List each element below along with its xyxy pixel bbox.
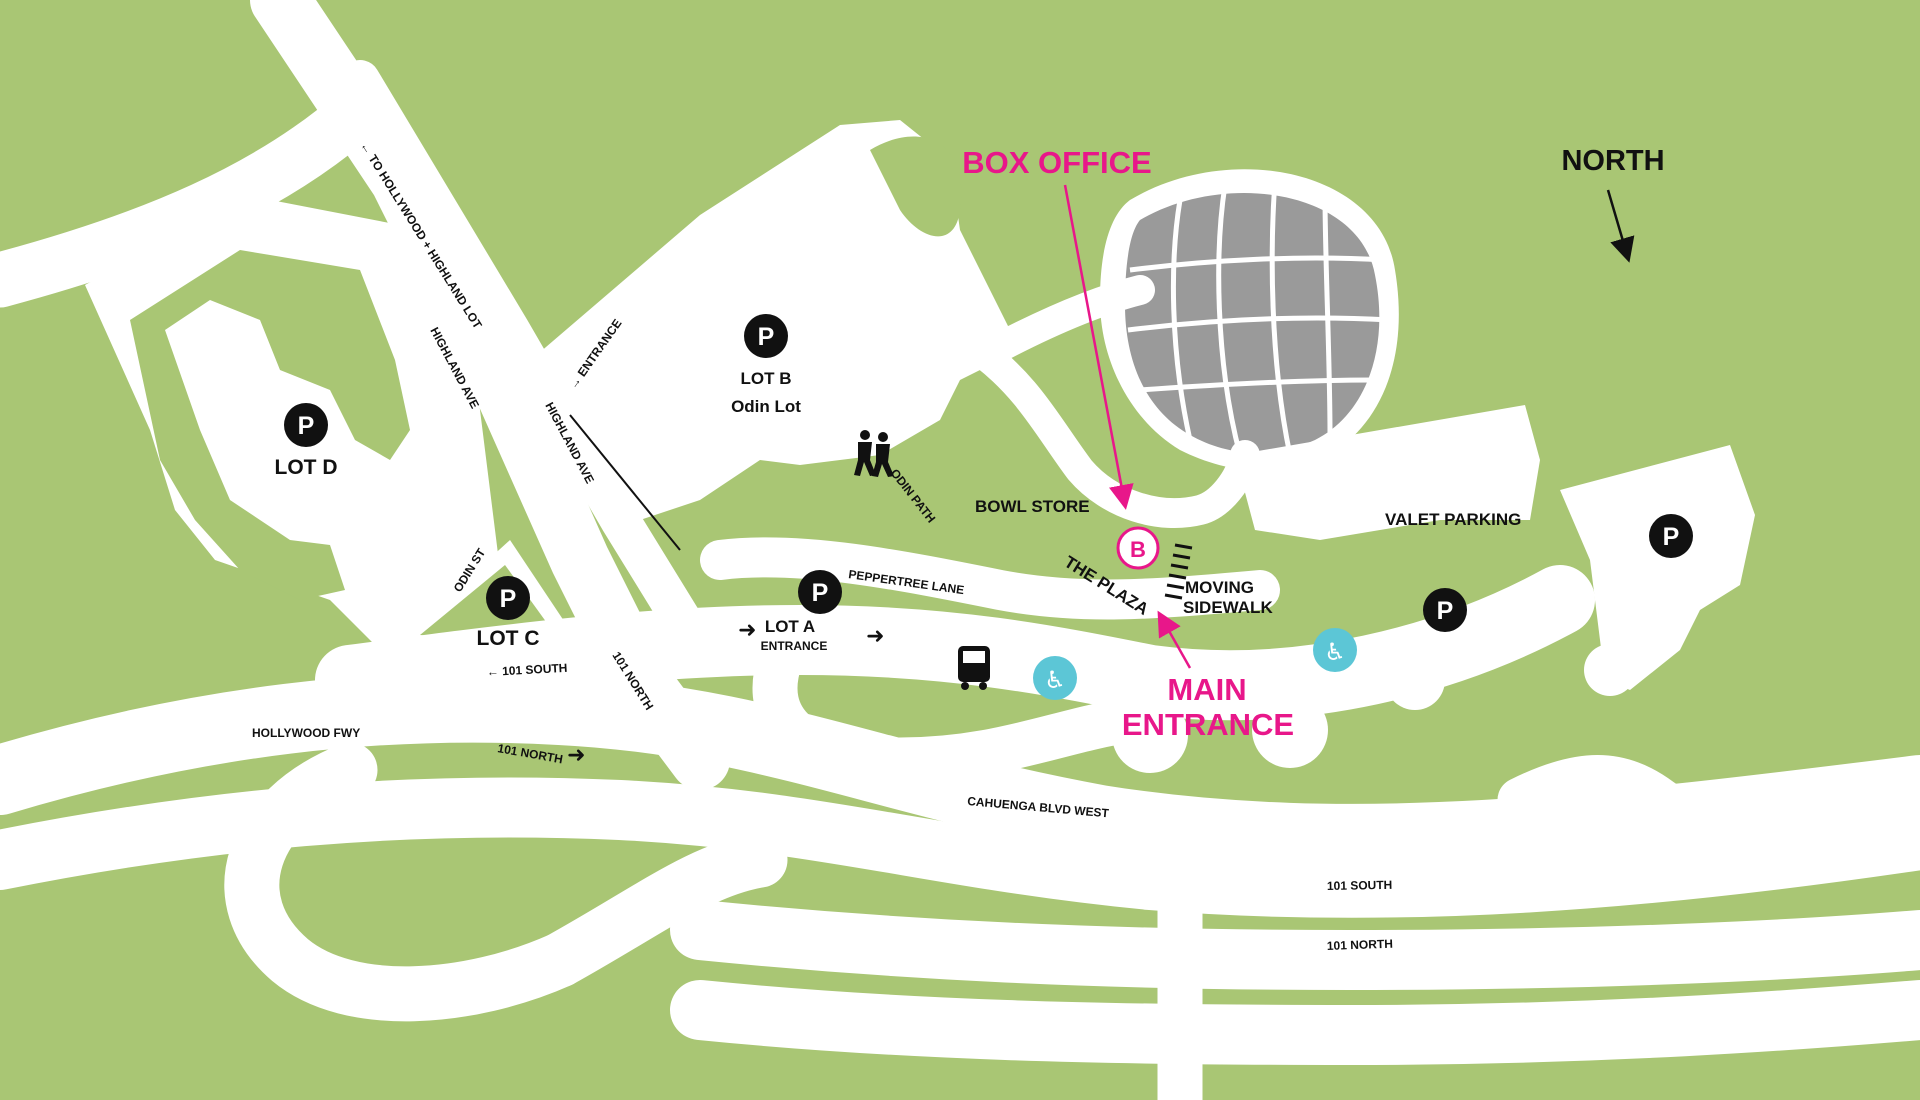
svg-text:P: P	[812, 579, 829, 607]
north-arrow-icon	[1606, 189, 1635, 263]
north-label: NORTH	[1561, 145, 1664, 177]
bowl-grid	[1127, 179, 1391, 456]
bowl-seating	[1125, 192, 1380, 453]
main-entrance-pointer	[1157, 610, 1192, 669]
entrance-bump-3	[1385, 650, 1445, 710]
bowl-upper-road	[970, 275, 1155, 370]
entrance-bump-4	[1584, 644, 1636, 696]
pedestrian-icon	[854, 430, 894, 477]
east-lot-marker-2[interactable]: P	[1649, 514, 1693, 558]
svg-text:P: P	[1437, 597, 1454, 625]
entrance-bump-2	[1252, 692, 1328, 768]
101-north-road	[670, 980, 1920, 1065]
lot-b-marker[interactable]: P	[744, 314, 788, 358]
ramp-connector	[532, 832, 788, 988]
accessible-icon: ♿	[1033, 656, 1077, 700]
entrance-divider	[569, 414, 681, 551]
lot-d-inner-grass	[130, 250, 410, 600]
arrow-right-icon: ➜	[866, 624, 884, 649]
svg-text:P: P	[758, 323, 775, 351]
east-lot-area	[1560, 445, 1755, 690]
lot-c-marker[interactable]: P	[486, 576, 530, 620]
arrow-right-icon: ➜	[567, 743, 585, 768]
lot-a-lower-arc	[752, 637, 1153, 783]
101-south-road	[670, 900, 1920, 990]
moving-sidewalk-label-2: SIDEWALK	[1183, 598, 1273, 617]
bus-icon	[958, 646, 990, 690]
valet-parking-label: VALET PARKING	[1385, 510, 1521, 529]
box-office-marker[interactable]: B	[1116, 526, 1160, 570]
street-101-south-east: 101 SOUTH	[1327, 878, 1393, 893]
lot-a-marker[interactable]: P	[798, 570, 842, 614]
east-ramp	[1497, 755, 1920, 857]
svg-text:♿: ♿	[1044, 666, 1066, 694]
valet-parking-area	[1235, 405, 1540, 540]
street-hollywood-fwy: HOLLYWOOD FWY	[252, 726, 360, 740]
svg-text:P: P	[298, 412, 315, 440]
svg-text:P: P	[500, 585, 517, 613]
box-office-pointer	[1063, 184, 1134, 510]
box-office-label: BOX OFFICE	[962, 145, 1151, 180]
east-lot-marker-1[interactable]: P	[1423, 588, 1467, 632]
lot-d-label: LOT D	[275, 456, 338, 479]
main-entrance-label-1: MAIN	[1167, 672, 1246, 707]
lot-d-marker[interactable]: P	[284, 403, 328, 447]
street-101-south-west: ← 101 SOUTH	[486, 661, 567, 679]
lot-b-notch	[870, 136, 962, 237]
peppertree-lane-road	[700, 537, 1280, 620]
svg-text:P: P	[1663, 523, 1680, 551]
lot-a-label: LOT A	[765, 617, 815, 636]
svg-text:B: B	[1130, 537, 1146, 562]
lot-b-label: LOT B	[741, 369, 792, 388]
accessible-icon: ♿	[1313, 628, 1357, 672]
highland-ave-road-2	[340, 60, 720, 670]
loop-ramp	[224, 742, 588, 1022]
street-101-north-east: 101 NORTH	[1327, 937, 1393, 953]
lot-b-sublabel: Odin Lot	[731, 397, 801, 416]
arrow-right-icon: ➜	[738, 618, 756, 643]
bowl-store-label: BOWL STORE	[975, 497, 1090, 516]
main-entrance-label-2: ENTRANCE	[1122, 707, 1294, 742]
moving-sidewalk-hatch	[1164, 543, 1193, 600]
svg-text:♿: ♿	[1324, 638, 1346, 666]
moving-sidewalk-label-1: MOVING	[1185, 578, 1254, 597]
entrance-bump-1	[1112, 697, 1188, 773]
upper-left-road	[0, 82, 388, 308]
lot-a-sublabel: ENTRANCE	[761, 639, 828, 653]
lot-c-label: LOT C	[477, 627, 540, 650]
